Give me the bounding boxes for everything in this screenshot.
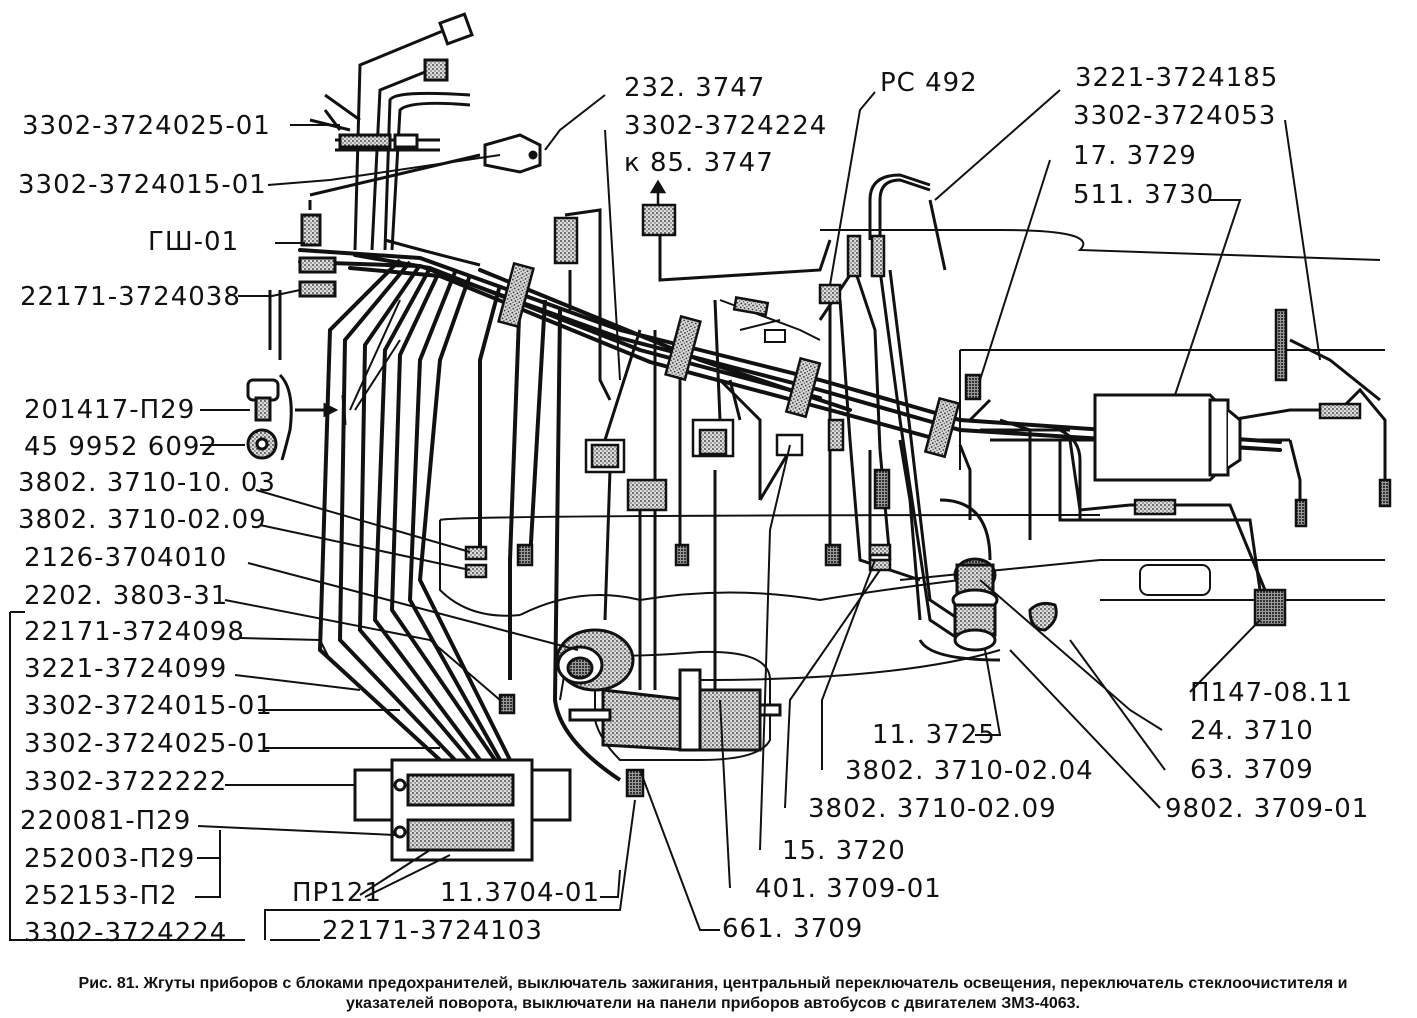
part-label: 3802. 3710-02.04 xyxy=(845,756,1094,786)
part-label: 11.3704-01 xyxy=(440,878,600,908)
part-label: 3802. 3710-02.09 xyxy=(808,794,1057,824)
part-label: 220081-П29 xyxy=(20,806,192,836)
part-label: 3802. 3710-10. 03 xyxy=(18,468,276,498)
part-label: 22171-3724038 xyxy=(20,282,241,312)
part-label: 2126-3704010 xyxy=(24,543,228,573)
part-label: 232. 3747 xyxy=(624,73,766,103)
wiring-harness-diagram xyxy=(9,12,1392,941)
part-label: PC 492 xyxy=(880,68,978,98)
top-connectors xyxy=(298,12,542,298)
part-label: 22171-3724103 xyxy=(322,916,543,946)
part-label: 252003-П29 xyxy=(24,844,196,874)
top-left-wiring xyxy=(268,28,481,360)
caption-line-2: указателей поворота, выключатели на пане… xyxy=(346,995,1080,1012)
part-label: 3302-3724015-01 xyxy=(24,691,273,721)
up-arrow xyxy=(649,179,667,205)
part-label: 2202. 3803-31 xyxy=(24,581,229,611)
part-label: 3302-3724015-01 xyxy=(18,170,267,200)
part-label: 3302-3724025-01 xyxy=(22,111,271,141)
part-label: 511. 3730 xyxy=(1073,180,1215,210)
ignition-switch xyxy=(951,557,1058,652)
part-label: 24. 3710 xyxy=(1190,716,1314,746)
part-label: 3302-3722222 xyxy=(24,767,228,797)
harness-sleeves xyxy=(497,261,961,459)
part-label: 661. 3709 xyxy=(722,914,864,944)
part-label: П147-08.11 xyxy=(1190,678,1353,708)
part-label: к 85. 3747 xyxy=(624,148,774,178)
part-label: 45 9952 6092 xyxy=(24,432,218,462)
part-label: 17. 3729 xyxy=(1073,141,1197,171)
part-label: 9802. 3709-01 xyxy=(1165,794,1370,824)
fuse-block xyxy=(353,758,572,862)
part-label: 11. 3725 xyxy=(872,720,996,750)
part-label: 252153-П2 xyxy=(24,881,178,911)
left-harness xyxy=(317,258,622,782)
part-label: 15. 3720 xyxy=(782,836,906,866)
part-label: 63. 3709 xyxy=(1190,755,1314,785)
figure-caption: Рис. 81. Жгуты приборов с блоками предох… xyxy=(18,974,1408,1014)
wiper-motor xyxy=(1093,393,1242,482)
part-label: 201417-П29 xyxy=(24,395,196,425)
part-label: 401. 3709-01 xyxy=(755,874,942,904)
part-label: 3302-3724053 xyxy=(1073,101,1277,131)
small-connectors xyxy=(464,203,1392,798)
part-label: 3302-3724025-01 xyxy=(24,729,273,759)
part-label: 3802. 3710-02.09 xyxy=(18,505,267,535)
part-label: 22171-3724098 xyxy=(24,617,245,647)
bolt-washer xyxy=(246,299,401,461)
part-label: 3302-3724224 xyxy=(24,918,228,948)
part-label: 3221-3724185 xyxy=(1075,63,1279,93)
part-label: ГШ-01 xyxy=(148,227,240,257)
leader-lines xyxy=(9,89,1321,941)
part-label: ПР121 xyxy=(292,878,382,908)
part-label: 3302-3724224 xyxy=(624,111,828,141)
caption-line-1: Рис. 81. Жгуты приборов с блоками предох… xyxy=(78,975,1348,992)
part-label: 3221-3724099 xyxy=(24,654,228,684)
light-switch xyxy=(555,628,782,752)
